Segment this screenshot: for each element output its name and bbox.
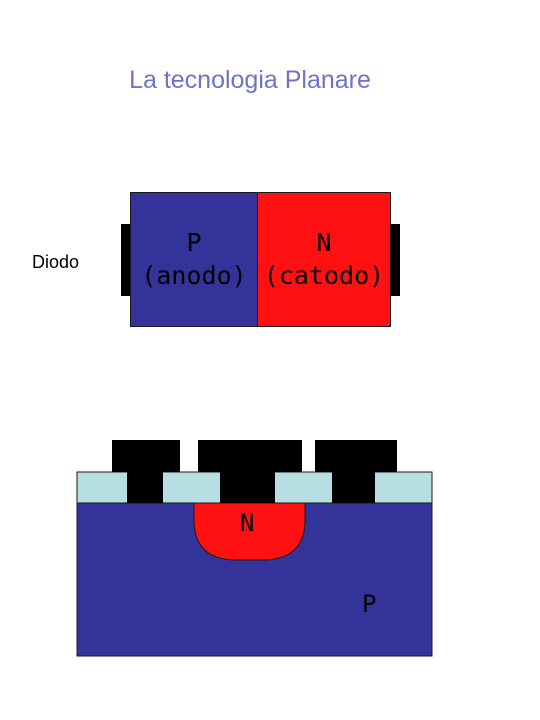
slide-title: La tecnologia Planare	[129, 66, 371, 94]
p-region-name: (anodo)	[141, 261, 247, 290]
n-well-label: N	[240, 509, 255, 537]
p-substrate-label: P	[362, 590, 377, 618]
n-region-letter: N	[316, 228, 332, 257]
p-region-letter: P	[186, 228, 202, 257]
p-region-anode: P (anodo)	[131, 193, 258, 326]
diode-label: Diodo	[32, 252, 80, 272]
n-region-name: (catodo)	[263, 261, 385, 290]
n-region-cathode: N (catodo)	[258, 193, 390, 326]
n-well-diffusion	[193, 502, 306, 561]
anode-contact	[121, 224, 130, 296]
metal-contact-left	[112, 440, 180, 503]
metal-contact-right	[315, 440, 397, 503]
metal-contact-center	[198, 440, 302, 503]
cathode-contact	[391, 224, 400, 296]
diode-block: P (anodo) N (catodo)	[130, 192, 391, 327]
